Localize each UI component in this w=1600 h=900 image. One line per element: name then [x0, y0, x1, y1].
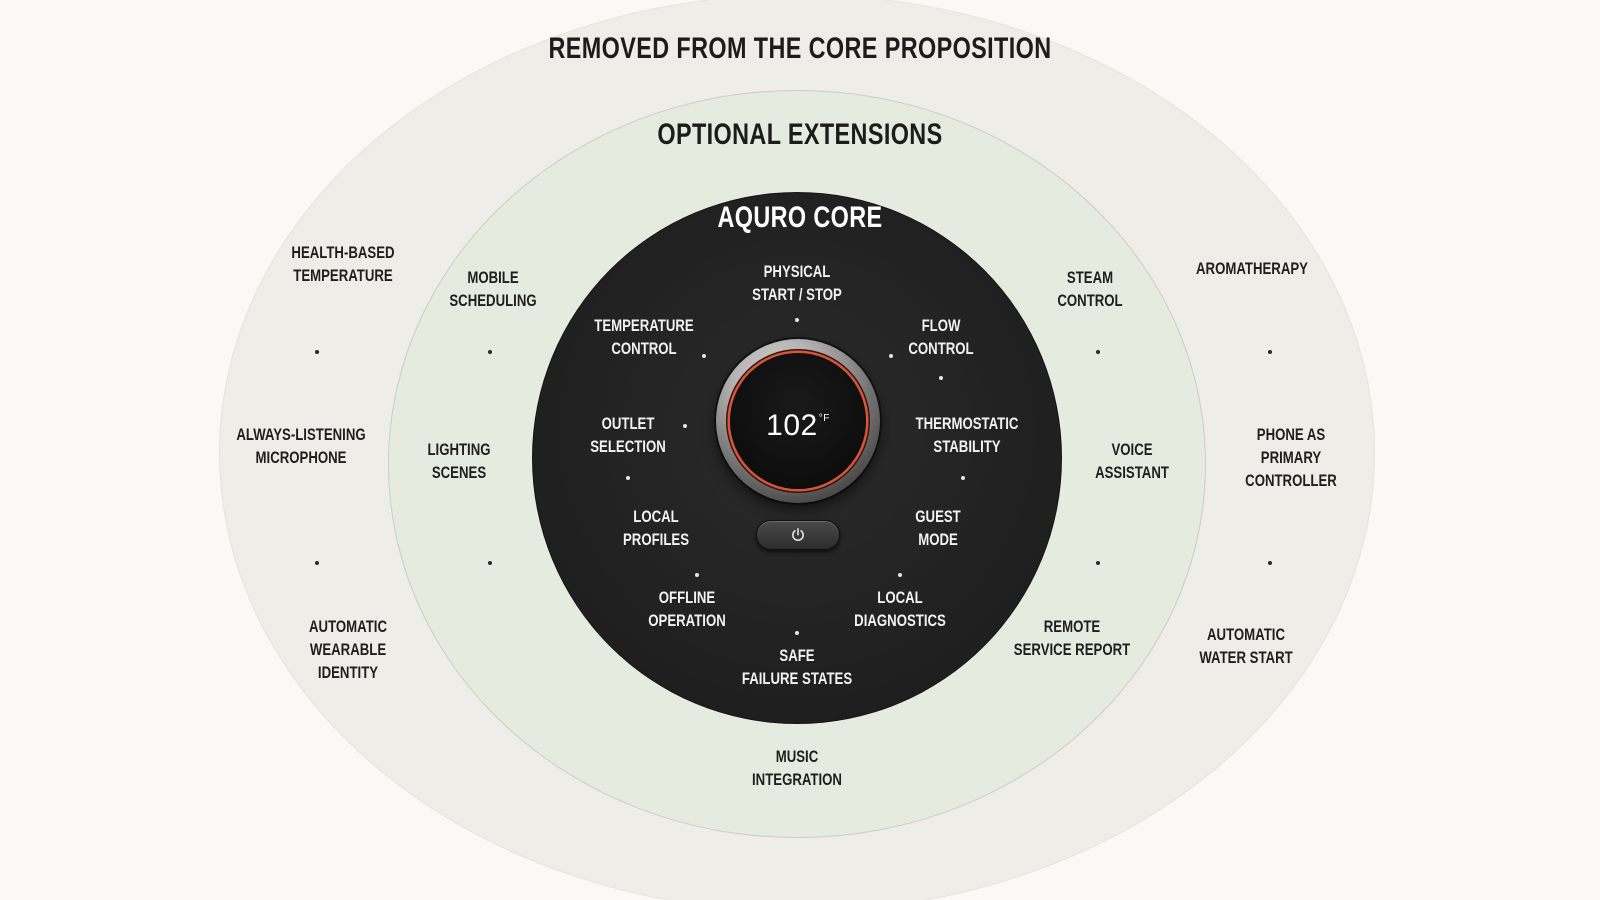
feature-always-listening-microphone: ALWAYS-LISTENING MICROPHONE	[225, 424, 377, 470]
feature-label-line: SAFE	[779, 647, 815, 665]
separator-dot	[939, 376, 943, 380]
feature-label-line: OFFLINE	[658, 589, 716, 607]
separator-dot	[488, 350, 492, 354]
separator-dot	[695, 573, 699, 577]
feature-label-line: MOBILE	[467, 269, 519, 287]
feature-label-line: SCHEDULING	[449, 292, 537, 310]
feature-label-line: LOCAL	[633, 508, 679, 526]
separator-dot	[1096, 561, 1100, 565]
feature-remote-service-report: REMOTE SERVICE REPORT	[996, 616, 1148, 662]
feature-label-line: OPERATION	[648, 612, 726, 630]
separator-dot	[488, 561, 492, 565]
feature-label-line: WATER START	[1199, 649, 1293, 667]
feature-label-line: LIGHTING	[427, 441, 491, 459]
feature-label-line: CONTROLLER	[1245, 472, 1337, 490]
separator-dot	[1268, 561, 1272, 565]
outer-ring-title: REMOVED FROM THE CORE PROPOSITION	[548, 32, 1052, 65]
feature-label-line: FLOW	[921, 317, 961, 335]
feature-phone-as-primary-controller: PHONE AS PRIMARY CONTROLLER	[1215, 424, 1367, 493]
temperature-dial[interactable]	[730, 353, 866, 489]
feature-flow-control: FLOW CONTROL	[865, 315, 1017, 361]
feature-local-profiles: LOCAL PROFILES	[580, 506, 732, 552]
feature-label-line: OUTLET	[601, 415, 655, 433]
feature-label-line: PHONE AS	[1256, 426, 1326, 444]
feature-lighting-scenes: LIGHTING SCENES	[383, 439, 535, 485]
feature-thermostatic-stability: THERMOSTATIC STABILITY	[891, 413, 1043, 459]
feature-label-line: VOICE	[1111, 441, 1153, 459]
power-button[interactable]	[756, 520, 840, 550]
feature-label-line: START / STOP	[752, 286, 842, 304]
separator-dot	[683, 424, 687, 428]
feature-label-line: MODE	[918, 531, 958, 549]
separator-dot	[795, 318, 799, 322]
separator-dot	[626, 476, 630, 480]
separator-dot	[315, 561, 319, 565]
feature-label-line: SELECTION	[590, 438, 666, 456]
feature-label-line: SERVICE REPORT	[1013, 641, 1131, 659]
feature-label-line: AROMATHERAPY	[1196, 260, 1308, 278]
separator-dot	[1096, 350, 1100, 354]
feature-label-line: FAILURE STATES	[741, 670, 853, 688]
feature-safe-failure-states: SAFE FAILURE STATES	[721, 645, 873, 691]
feature-label-line: INTEGRATION	[752, 771, 842, 789]
dial-temperature-unit: °F	[818, 413, 830, 424]
feature-label-line: CONTROL	[1057, 292, 1123, 310]
feature-label-line: PROFILES	[622, 531, 689, 549]
feature-automatic-water-start: AUTOMATIC WATER START	[1170, 624, 1322, 670]
feature-music-integration: MUSIC INTEGRATION	[721, 746, 873, 792]
separator-dot	[315, 350, 319, 354]
feature-physical-start-stop: PHYSICAL START / STOP	[721, 261, 873, 307]
feature-mobile-scheduling: MOBILE SCHEDULING	[417, 267, 569, 313]
separator-dot	[1268, 350, 1272, 354]
feature-aromatherapy: AROMATHERAPY	[1176, 258, 1328, 281]
feature-label-line: PRIMARY	[1260, 449, 1322, 467]
feature-label-line: REMOTE	[1043, 618, 1101, 636]
feature-label-line: CONTROL	[908, 340, 974, 358]
feature-label-line: MUSIC	[775, 748, 819, 766]
feature-temperature-control: TEMPERATURE CONTROL	[568, 315, 720, 361]
feature-label-line: THERMOSTATIC	[915, 415, 1019, 433]
feature-label-line: AUTOMATIC	[309, 618, 387, 636]
feature-label-line: AUTOMATIC	[1207, 626, 1285, 644]
feature-label-line: STEAM	[1066, 269, 1114, 287]
feature-offline-operation: OFFLINE OPERATION	[611, 587, 763, 633]
feature-voice-assistant: VOICE ASSISTANT	[1056, 439, 1208, 485]
feature-local-diagnostics: LOCAL DIAGNOSTICS	[824, 587, 976, 633]
feature-outlet-selection: OUTLET SELECTION	[552, 413, 704, 459]
feature-steam-control: STEAM CONTROL	[1014, 267, 1166, 313]
feature-label-line: ALWAYS-LISTENING	[236, 426, 366, 444]
feature-label-line: WEARABLE	[309, 641, 387, 659]
feature-label-line: STABILITY	[933, 438, 1001, 456]
separator-dot	[702, 354, 706, 358]
feature-label-line: LOCAL	[877, 589, 923, 607]
feature-health-based-temperature: HEALTH-BASED TEMPERATURE	[267, 242, 419, 288]
feature-label-line: HEALTH-BASED	[291, 244, 395, 262]
separator-dot	[898, 573, 902, 577]
feature-label-line: SCENES	[431, 464, 487, 482]
feature-guest-mode: GUEST MODE	[862, 506, 1014, 552]
feature-label-line: MICROPHONE	[255, 449, 347, 467]
power-icon	[792, 528, 804, 541]
feature-automatic-wearable-identity: AUTOMATIC WEARABLE IDENTITY	[272, 616, 424, 685]
dial-temperature-value: 102	[766, 409, 818, 442]
dial-temperature-readout: 102°F	[730, 404, 866, 441]
feature-label-line: ASSISTANT	[1095, 464, 1169, 482]
separator-dot	[795, 631, 799, 635]
core-ring-title: AQURO CORE	[717, 201, 883, 234]
separator-dot	[961, 476, 965, 480]
feature-label-line: CONTROL	[611, 340, 677, 358]
middle-ring-title: OPTIONAL EXTENSIONS	[657, 118, 943, 151]
feature-label-line: GUEST	[915, 508, 961, 526]
feature-label-line: TEMPERATURE	[293, 267, 393, 285]
feature-label-line: TEMPERATURE	[594, 317, 694, 335]
feature-label-line: PHYSICAL	[763, 263, 831, 281]
feature-label-line: DIAGNOSTICS	[854, 612, 946, 630]
feature-label-line: IDENTITY	[317, 664, 379, 682]
separator-dot	[889, 354, 893, 358]
